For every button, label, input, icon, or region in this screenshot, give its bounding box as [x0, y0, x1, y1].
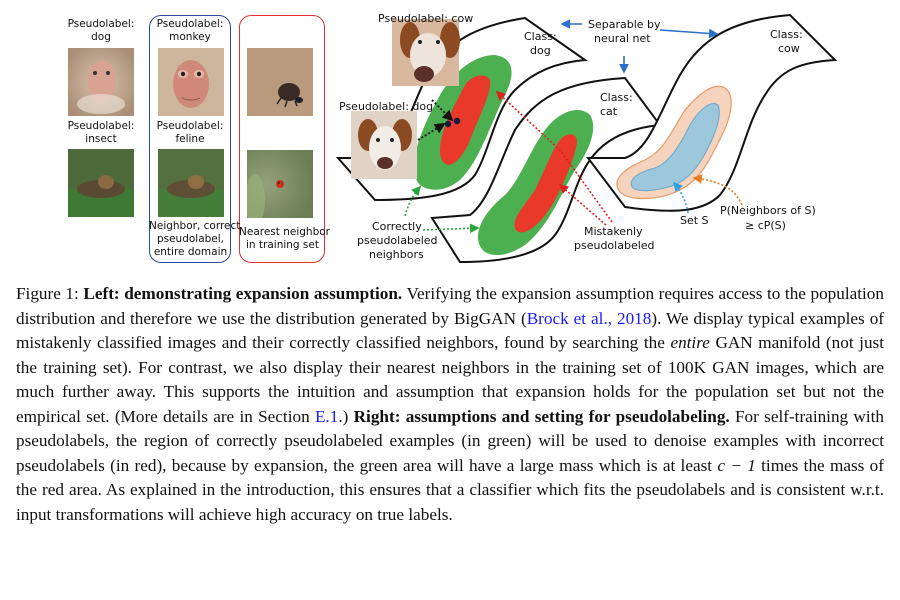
nearest-neighbor-box	[239, 15, 325, 263]
correct-arrow-2	[422, 223, 480, 234]
citation-link[interactable]: Brock et al., 2018	[526, 308, 652, 328]
separable-label-2: neural net	[594, 32, 651, 45]
section-link[interactable]: E.1	[314, 406, 339, 426]
right-heading: Right: assumptions and setting for pseud…	[353, 406, 730, 426]
correct-label-1: Correctly	[372, 220, 422, 233]
correct-label-2: pseudolabeled	[357, 234, 438, 247]
mistaken-arrow-1	[495, 90, 613, 223]
class-dog-label-1: Class:	[524, 30, 557, 43]
class-cat-label-1: Class:	[600, 91, 633, 104]
mistaken-label-1: Mistakenly	[584, 225, 643, 238]
mistaken-label-2: pseudolabeled	[574, 239, 655, 252]
col2-bottom-label: Pseudolabel: feline	[156, 120, 224, 145]
ladybug-image	[247, 150, 313, 218]
col2-top-label: Pseudolabel: monkey	[156, 18, 224, 43]
separable-arrow-cow	[659, 28, 719, 39]
neighbor-point-2	[453, 117, 461, 125]
correct-arrow-1	[404, 185, 422, 217]
class-cow-label-1: Class:	[770, 28, 803, 41]
red-region-cat	[514, 134, 577, 233]
class-cow-label-2: cow	[778, 42, 800, 55]
pseudo-dog-label: Pseudolabel: dog	[339, 100, 433, 113]
lion-image-2	[158, 149, 224, 217]
class-dog-label-2: dog	[530, 44, 551, 57]
figure-caption: Figure 1: Left: demonstrating expansion …	[16, 284, 885, 524]
monkey-image-1	[68, 48, 134, 116]
neighbor-box	[149, 15, 231, 263]
figure-number: Figure 1:	[16, 284, 79, 303]
beetle-image	[247, 48, 313, 116]
dog-image-dog-label	[351, 111, 417, 179]
p-neighbors-label: P(Neighbors of S)	[720, 204, 816, 217]
nearest-neighbor-caption: Nearest neighbor in training set	[239, 226, 330, 251]
col1-bottom-label: Pseudolabel: insect	[67, 120, 135, 145]
neighbor-arrow-2	[417, 123, 446, 141]
dog-image-cow-label	[392, 19, 460, 86]
pseudo-cow-label: Pseudolabel: cow	[378, 12, 473, 25]
set-s-region	[630, 103, 720, 192]
lion-image-1	[68, 149, 134, 217]
p-bound-label: ≥ cP(S)	[745, 219, 786, 232]
neighbor-point-1	[444, 120, 452, 128]
red-region-dog	[440, 75, 491, 165]
math-expr: c − 1	[717, 455, 756, 475]
separable-label-1: Separable by	[588, 18, 661, 31]
correct-label-3: neighbors	[369, 248, 424, 261]
set-s-label: Set S	[680, 214, 709, 227]
neighbor-arrow-1	[431, 99, 454, 122]
class-cat-label-2: cat	[600, 105, 618, 118]
col1-top-label: Pseudolabel: dog	[67, 18, 135, 43]
neighbor-caption: Neighbor, correct pseudolabel, entire do…	[149, 220, 241, 258]
pseudolabel-diagram: Pseudolabel: cow Pseudolabel: dog Class:…	[335, 12, 838, 264]
left-heading: Left: demonstrating expansion assumption…	[83, 284, 403, 303]
monkey-image-2	[158, 48, 224, 116]
